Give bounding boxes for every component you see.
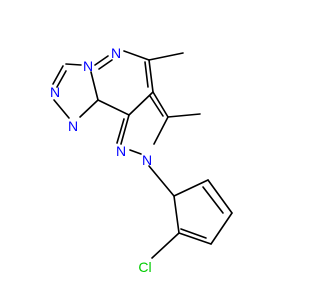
bond: [129, 149, 142, 155]
bond: [123, 50, 150, 61]
bond: [128, 91, 154, 116]
atom-label: N: [116, 143, 126, 159]
atom-label: N: [83, 58, 93, 74]
bond: [53, 99, 70, 119]
bond: [120, 114, 130, 145]
bond: [173, 179, 209, 197]
bond: [52, 65, 64, 85]
molecule-diagram: N N N N N N Cl: [50, 45, 233, 275]
atom-label: Cl: [138, 259, 151, 275]
bonds: [52, 50, 233, 259]
bond: [180, 228, 207, 239]
bond: [90, 71, 99, 101]
bond: [97, 99, 130, 116]
bond: [207, 179, 233, 214]
bond: [148, 59, 154, 93]
bond: [202, 186, 224, 214]
bond: [210, 212, 233, 245]
atom-label: N: [50, 84, 60, 100]
bond: [148, 165, 175, 197]
bond: [153, 116, 169, 145]
atom-labels: N N N N N N Cl: [50, 45, 152, 275]
bond: [144, 61, 149, 88]
bond: [149, 95, 164, 117]
bond: [178, 232, 212, 245]
bond: [173, 195, 180, 234]
bond: [79, 99, 99, 118]
bond: [152, 91, 169, 118]
bond: [98, 59, 113, 70]
bond: [151, 232, 180, 259]
bond: [116, 118, 125, 144]
atom-label: N: [111, 45, 121, 61]
methyl-bond: [148, 52, 184, 61]
methyl-bond: [167, 113, 201, 118]
bond: [94, 55, 109, 66]
bond: [65, 63, 82, 66]
atom-label: N: [142, 152, 152, 168]
atom-label: N: [68, 118, 78, 134]
bond: [56, 70, 67, 88]
